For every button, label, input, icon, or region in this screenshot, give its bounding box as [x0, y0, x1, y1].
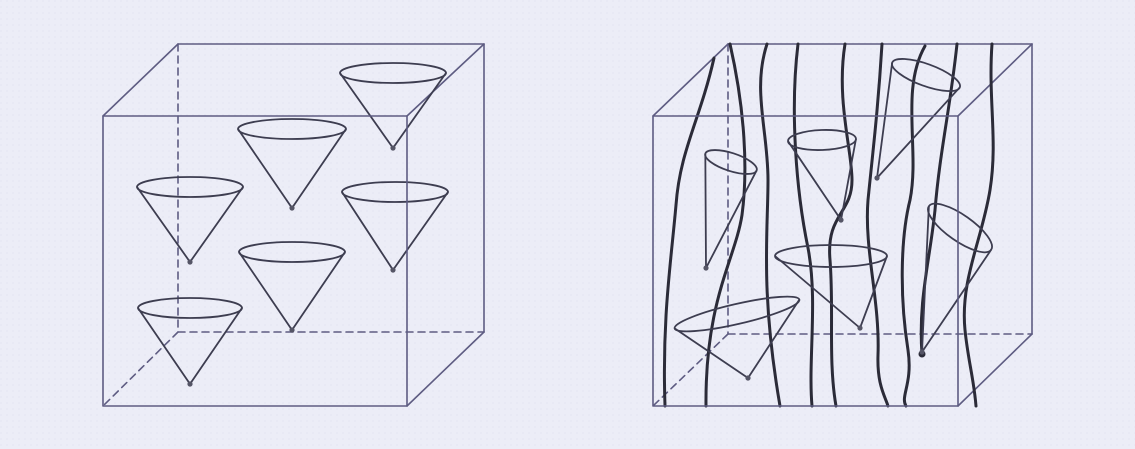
cone-apex-dot: [187, 381, 193, 387]
cone-apex-dot: [703, 265, 709, 271]
world-line-4: [792, 42, 815, 408]
cone-apex-dot: [289, 205, 295, 211]
left-light-cone-6: [137, 297, 243, 387]
right-light-cone-1: [874, 58, 961, 181]
right-light-cone-6: [673, 295, 801, 381]
cone-apex-dot: [874, 175, 880, 181]
left-box: [102, 43, 485, 407]
cone-apex-dot: [838, 217, 844, 223]
left-light-cone-5: [238, 241, 346, 333]
world-line-3: [759, 42, 782, 408]
cone-apex-dot: [919, 349, 925, 355]
cone-rim: [339, 62, 447, 84]
left-light-cone-2: [237, 118, 347, 211]
cone-rim: [927, 202, 993, 254]
world-line-9: [962, 42, 995, 408]
right-cones: [673, 58, 993, 381]
right-box: [652, 42, 1033, 408]
left-box-back-edges: [102, 43, 485, 407]
cone-rim: [673, 295, 801, 333]
cone-rim: [704, 149, 758, 175]
world-lines: [662, 42, 995, 408]
cone-rim: [774, 244, 888, 268]
world-line-7: [900, 44, 927, 408]
cone-rim: [137, 297, 243, 319]
left-box-front-face: [102, 115, 408, 407]
right-light-cone-3: [703, 149, 758, 271]
world-line-1: [662, 56, 716, 408]
cone-rim: [787, 129, 857, 151]
right-light-cone-4: [774, 244, 888, 331]
cone-rim: [238, 241, 346, 263]
cone-apex-dot: [390, 267, 396, 273]
world-line-6: [865, 42, 890, 408]
right-light-cone-5: [919, 202, 993, 355]
right-box-front-face: [652, 115, 959, 407]
cone-apex-dot: [289, 327, 295, 333]
right-box-back-edges: [652, 43, 1033, 407]
right-light-cone-2: [787, 129, 857, 223]
cone-apex-dot: [857, 325, 863, 331]
cone-rim: [136, 176, 244, 198]
world-line-5: [828, 42, 854, 408]
left-light-cone-4: [341, 181, 449, 273]
world-line-2: [704, 42, 747, 408]
cone-apex-dot: [745, 375, 751, 381]
cone-apex-dot: [187, 259, 193, 265]
left-light-cone-1: [339, 62, 447, 151]
left-cones: [136, 62, 449, 387]
left-box-hidden-edges: [102, 43, 485, 407]
cone-rim: [891, 58, 961, 92]
cone-rim: [341, 181, 449, 203]
left-light-cone-3: [136, 176, 244, 265]
cone-rim: [237, 118, 347, 140]
cone-apex-dot: [390, 145, 396, 151]
